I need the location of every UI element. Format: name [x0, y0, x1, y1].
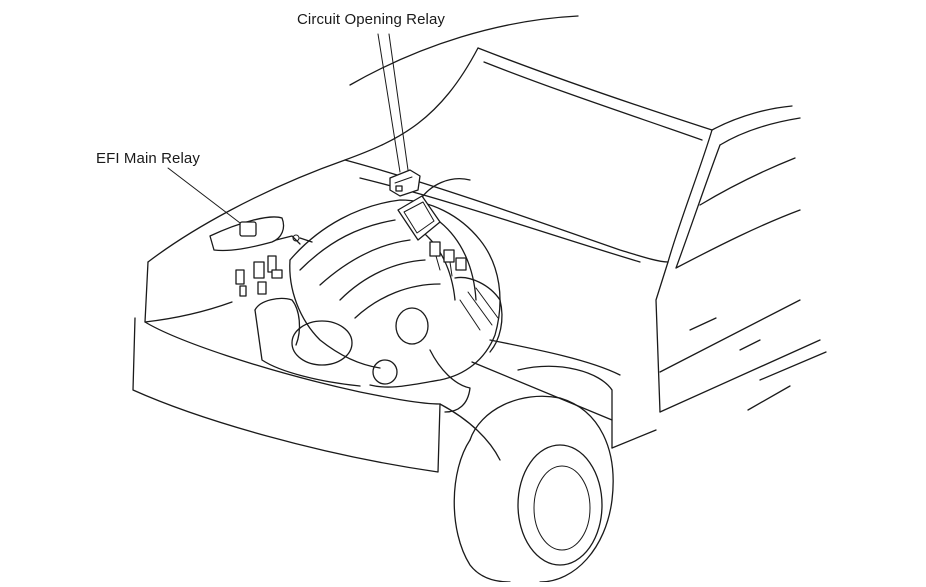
leader-line-efi-main-relay [167, 167, 245, 227]
label-circuit-opening-relay: Circuit Opening Relay [297, 11, 445, 28]
circuit-opening-relay-shape [389, 169, 421, 197]
air-box [397, 195, 441, 241]
engine-assembly [254, 199, 503, 413]
right-side-components [429, 241, 467, 277]
front-body [132, 261, 657, 473]
efi-main-relay-shape [209, 216, 285, 252]
label-efi-main-relay: EFI Main Relay [96, 150, 200, 167]
front-wheel [453, 395, 614, 583]
leader-line-circuit-opening-relay [377, 33, 409, 173]
cab-outline [349, 15, 827, 413]
left-side-components [235, 234, 313, 297]
